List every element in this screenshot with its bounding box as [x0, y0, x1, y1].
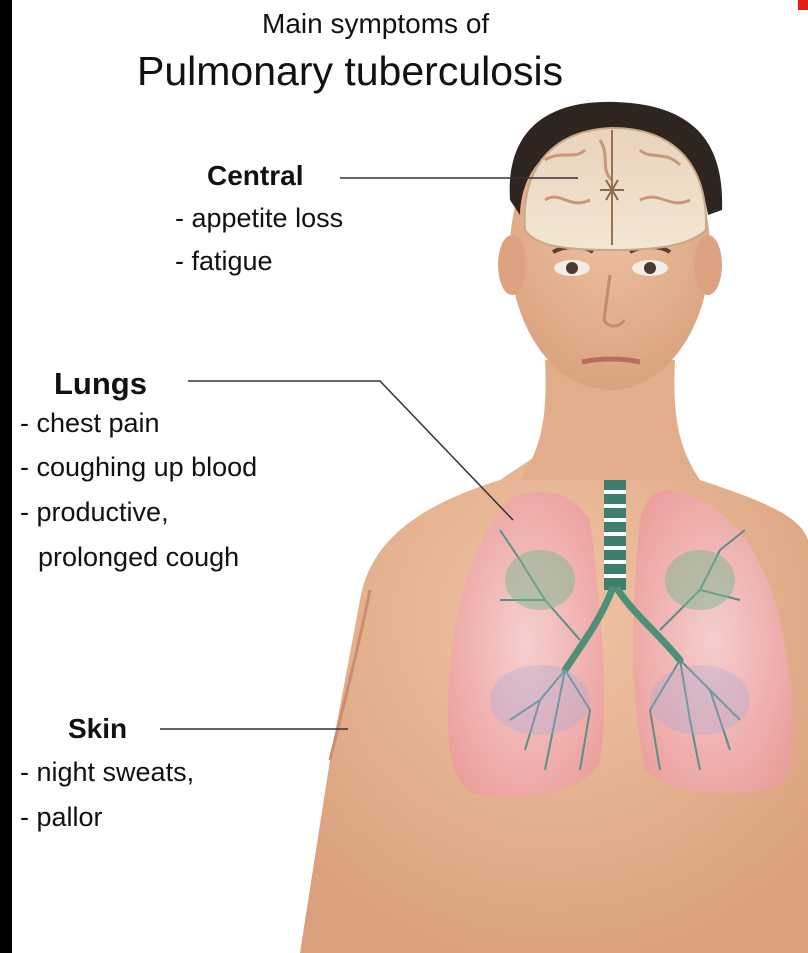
symptom-item: - appetite loss — [175, 203, 343, 234]
symptom-item: - productive, — [20, 497, 169, 528]
symptom-item: - coughing up blood — [20, 452, 257, 483]
symptom-item: - chest pain — [20, 408, 160, 439]
skin-heading: Skin — [68, 713, 127, 745]
symptom-item: - night sweats, — [20, 757, 194, 788]
figure-title: Pulmonary tuberculosis — [137, 48, 563, 95]
lungs-heading: Lungs — [54, 366, 147, 402]
symptom-item: - fatigue — [175, 246, 273, 277]
central-heading: Central — [207, 160, 303, 192]
symptom-item: - pallor — [20, 802, 103, 833]
figure-subtitle: Main symptoms of — [262, 8, 489, 40]
symptom-item: prolonged cough — [38, 542, 239, 573]
